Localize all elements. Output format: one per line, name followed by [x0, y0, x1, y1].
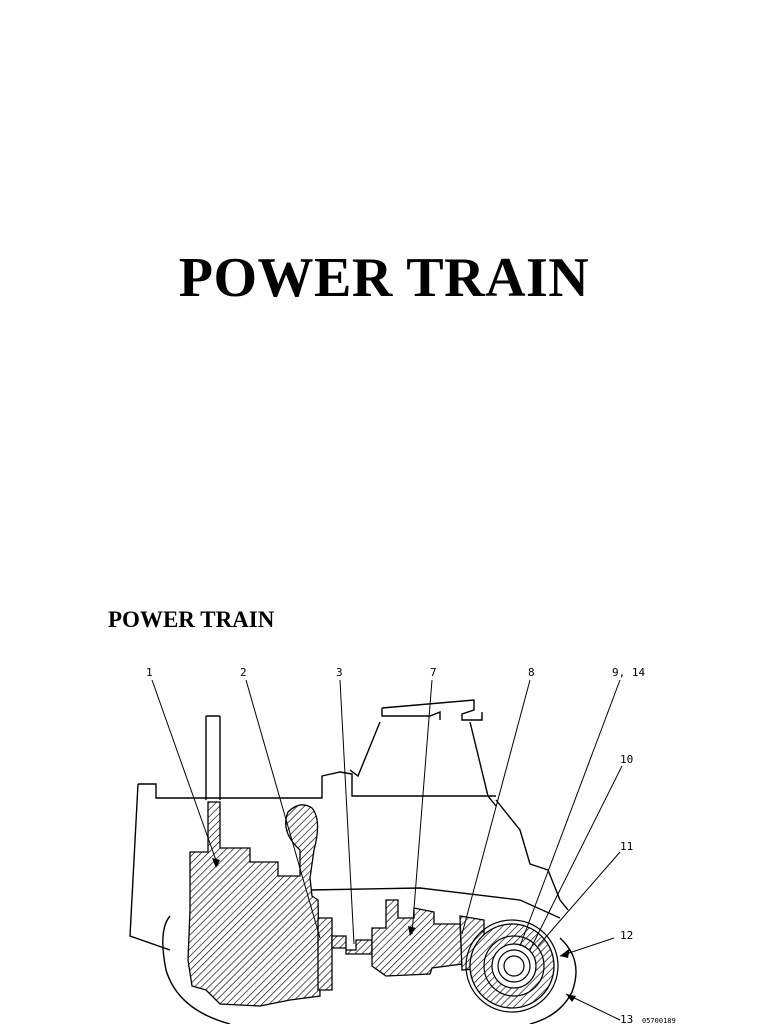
callout-label: 7: [430, 666, 437, 679]
engine-shape: [187, 801, 321, 1007]
callout-label: 3: [336, 666, 343, 679]
callout-label: 10: [620, 753, 633, 766]
torque-converter-shape: [317, 917, 333, 991]
slide-title: POWER TRAIN: [178, 247, 590, 309]
section-heading: POWER TRAIN: [108, 607, 275, 632]
transmission-shape: [371, 899, 463, 977]
power-train-cutaway-diagram: 1 2 3 7 8 9, 14 10 11 12 13 05700189: [129, 666, 676, 1024]
universal-joint-shape: [331, 935, 373, 955]
callout-label: 11: [620, 840, 633, 853]
callout-label: 2: [240, 666, 247, 679]
power-train-components: [187, 801, 555, 1009]
callout-label: 12: [620, 929, 633, 942]
sprocket-details: [465, 919, 559, 1013]
callout-label: 1: [146, 666, 153, 679]
callout-label: 13: [620, 1013, 633, 1024]
leader-arrowheads: [212, 858, 576, 1002]
callout-label: 9, 14: [612, 666, 645, 679]
drawing-id: 05700189: [642, 1017, 676, 1024]
callout-label: 8: [528, 666, 535, 679]
leader-lines: [151, 679, 623, 1021]
